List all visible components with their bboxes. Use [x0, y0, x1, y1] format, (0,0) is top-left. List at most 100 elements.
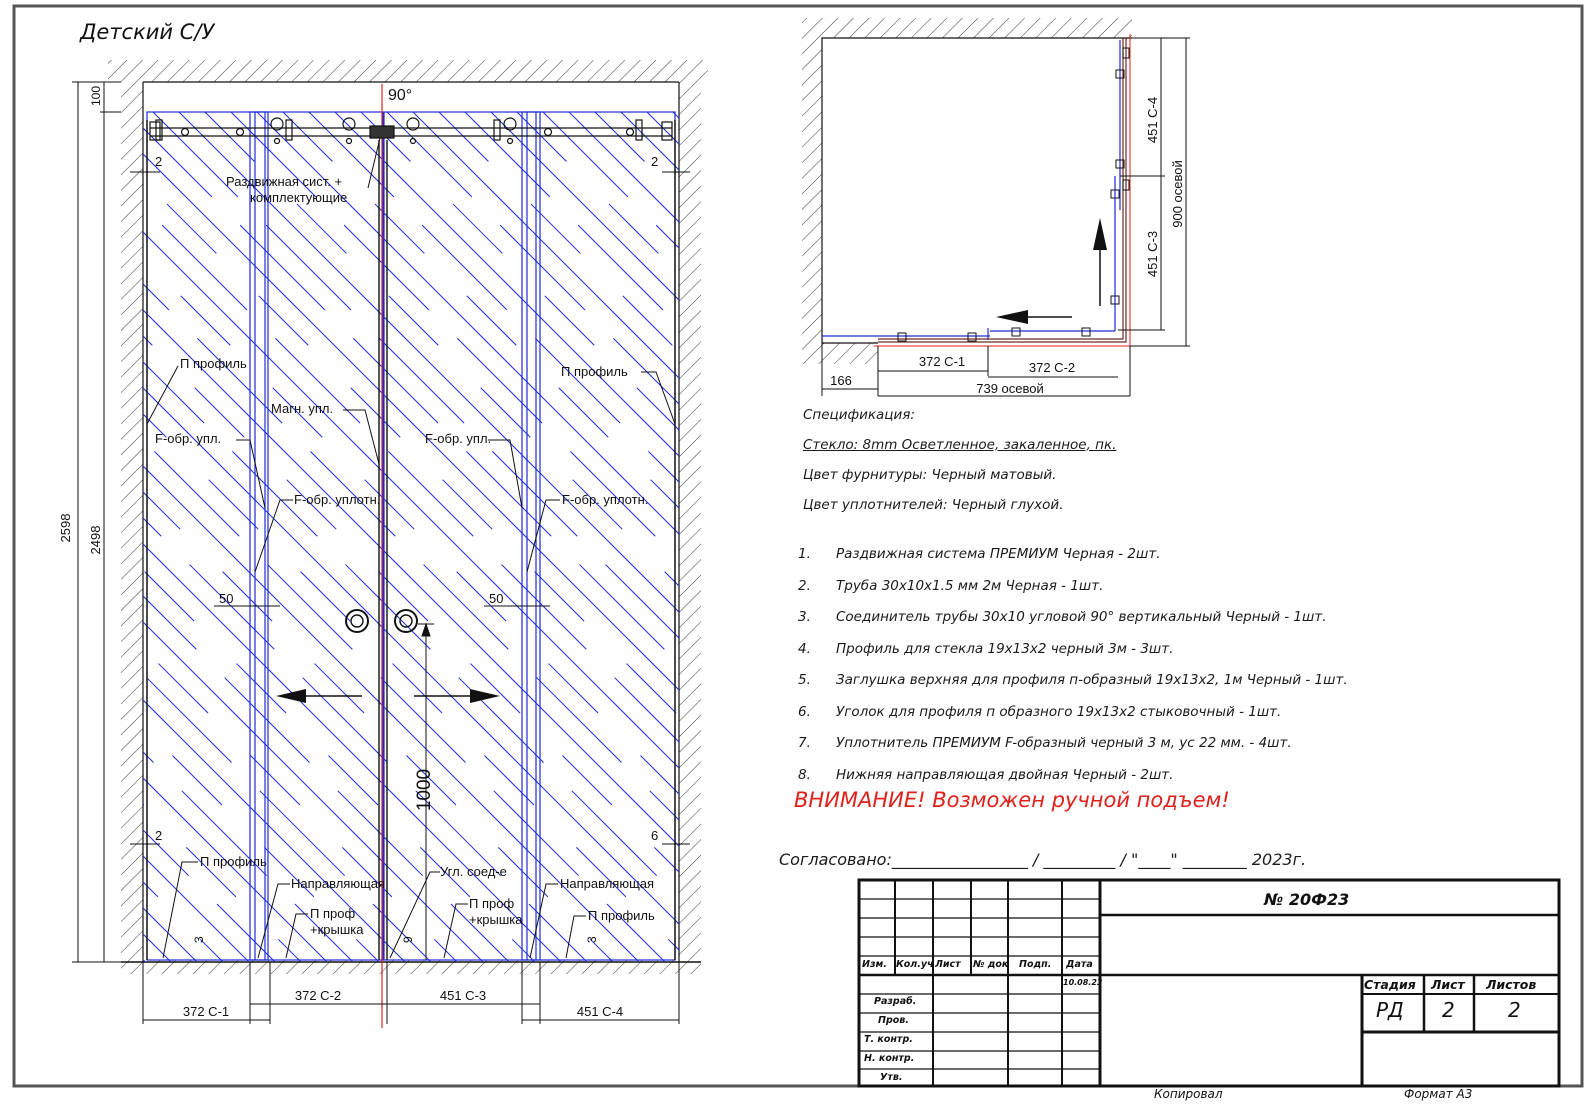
label-pprof-l2: +крышка [310, 922, 364, 937]
glass-hatch-line [143, 517, 588, 962]
glass-hatch-line [620, 112, 679, 171]
plan-wall-bottom [822, 343, 878, 364]
glass-hatch-line [143, 725, 380, 962]
spec-item-number: 1. [798, 546, 811, 562]
slide-arrows [276, 689, 500, 703]
spec-item: 7.Уплотнитель ПРЕМИУМ F-образный черный … [798, 735, 1292, 751]
listov-value: 2 [1508, 998, 1521, 1022]
glass-panels [146, 111, 676, 961]
agreement-line: Согласовано:_________________ / ________… [779, 850, 1307, 869]
wall-left [121, 82, 143, 960]
label-guide-r: Направляющая [560, 876, 654, 891]
glass-hatch-line [230, 112, 679, 561]
glass-hatch-line [143, 621, 484, 962]
col-kol: Кол.уч [896, 959, 934, 970]
spec-item: 5.Заглушка верхняя для профиля п-образны… [798, 672, 1348, 688]
glass-hatch-line [542, 112, 679, 249]
plan-dim-166: 166 [830, 373, 852, 388]
dim-100: 100 [89, 86, 103, 106]
spec-item: 8.Нижняя направляющая двойная Черный - 2… [798, 767, 1173, 783]
label-p-profile-r: П профиль [561, 364, 628, 379]
front-view: 1000 2598 2498 100 2 2 2 6 50 50 90° 3 9… [58, 60, 1590, 1028]
label-p-profile-bl: П профиль [200, 854, 267, 869]
dim-gap-br: 6 [651, 828, 658, 843]
dim-overlap-l: 50 [219, 591, 233, 606]
glass-hatch-line [143, 673, 432, 962]
spec-item-number: 6. [798, 703, 811, 720]
spec-item: 3. Соединитель трубы 30х10 угловой 90° ве… [798, 609, 1327, 625]
copied-label: Копировал [1154, 1087, 1223, 1101]
spec-item-text: Раздвижная система ПРЕМИУМ Черная - 2шт. [836, 546, 1161, 562]
dim-1000: 1000 [414, 769, 435, 811]
glass-hatch-line [386, 112, 679, 405]
dim-angle: 90° [388, 87, 412, 104]
spec-item: 2.Труба 30х10х1.5 мм 2м Черная - 1шт. [798, 578, 1103, 594]
glass-hatch-line [143, 205, 679, 743]
spec-item: 6.Уголок для профиля п образного 19х13х2… [798, 704, 1281, 720]
spec-item: 1. Раздвижная система ПРЕМИУМ Черная - 2ш… [798, 546, 1161, 562]
col-data: Дата [1066, 959, 1093, 970]
dim-bottom-c2: 372 С-2 [295, 988, 341, 1003]
glass-hatch-line [143, 127, 679, 665]
glass-hatch-line [143, 387, 679, 925]
label-pprof-r1: П проф [469, 896, 514, 911]
glass-hatch-line [568, 112, 679, 223]
row-prov: Пров. [878, 1015, 909, 1026]
sheet-frame [12, 4, 1584, 1088]
format-label: Формат А3 [1404, 1087, 1473, 1101]
panel-c2 [249, 111, 384, 961]
dim-bottom-c4: 451 С-4 [577, 1004, 623, 1019]
spec-item-number: 3. [798, 609, 811, 625]
spec-item-number: 4. [798, 640, 811, 657]
spec-fittings-color: Цвет фурнитуры: Черный матовый. [803, 467, 1057, 483]
leaders [146, 137, 676, 959]
spec-item-text: Нижняя направляющая двойная Черный - 2шт… [836, 766, 1174, 783]
glass-hatch-line [777, 112, 1590, 1012]
plan-dim-372c1: 372 С-1 [919, 354, 965, 369]
glass-hatch-line [143, 829, 276, 962]
listov-header: Листов [1486, 977, 1537, 992]
handle-left [345, 609, 369, 633]
spec-item-text: Уплотнитель ПРЕМИУМ F-образный черный 3 … [836, 735, 1292, 751]
spec-item-text: Соединитель трубы 30х10 угловой 90° верт… [836, 609, 1327, 625]
glass-hatch-line [282, 112, 679, 509]
label-pprof-l1: П проф [310, 906, 355, 921]
wall-right [679, 82, 701, 960]
handle-right [394, 609, 418, 633]
title-block [857, 878, 1561, 1088]
glass-hatch-line [143, 439, 666, 962]
dim-s2: 9 [401, 936, 415, 943]
spec-item: 4.Профиль для стекла 19х13х2 черный 3м -… [798, 641, 1173, 657]
dim-bottom-c1: 372 С-1 [183, 1004, 229, 1019]
dim-2598: 2598 [58, 514, 73, 543]
glass-hatch-line [143, 569, 536, 962]
spec-item-text: Заглушка верхняя для профиля п-образный … [836, 672, 1348, 688]
plan-wall-top [802, 18, 1132, 38]
glass-hatch-line [143, 361, 679, 899]
label-guide-l: Направляющая [291, 876, 385, 891]
glass-hatch-line [829, 112, 1590, 1012]
glass-hatch-line [143, 777, 328, 962]
glass-hatch-line [143, 413, 679, 951]
glass-hatch-line [143, 803, 302, 962]
label-p-profile-br: П профиль [588, 908, 655, 923]
wall-top [108, 60, 708, 82]
col-izm: Изм. [862, 959, 887, 970]
dim-overlap-r: 50 [489, 591, 503, 606]
label-magn: Магн. упл. [271, 401, 333, 416]
glass-hatch-line [256, 112, 679, 535]
warning-text: ВНИМАНИЕ! Возможен ручной подъем! [794, 788, 1230, 812]
page-title: Детский С/У [80, 20, 215, 44]
dim-2498: 2498 [88, 526, 103, 555]
row-utv: Утв. [880, 1072, 903, 1083]
spec-item-number: 2. [798, 577, 811, 594]
glass-hatch-line [143, 465, 640, 962]
label-sliding-2: комплектующие [250, 190, 347, 205]
doc-number: № 20Ф23 [1264, 890, 1350, 909]
glass-hatch-line [143, 153, 679, 691]
dim-s1: 3 [192, 936, 206, 943]
glass-hatch-line [143, 959, 146, 962]
label-f-uplotn-l: F-обр. уплотн. [294, 492, 380, 507]
glass-hatch-line [464, 112, 679, 327]
